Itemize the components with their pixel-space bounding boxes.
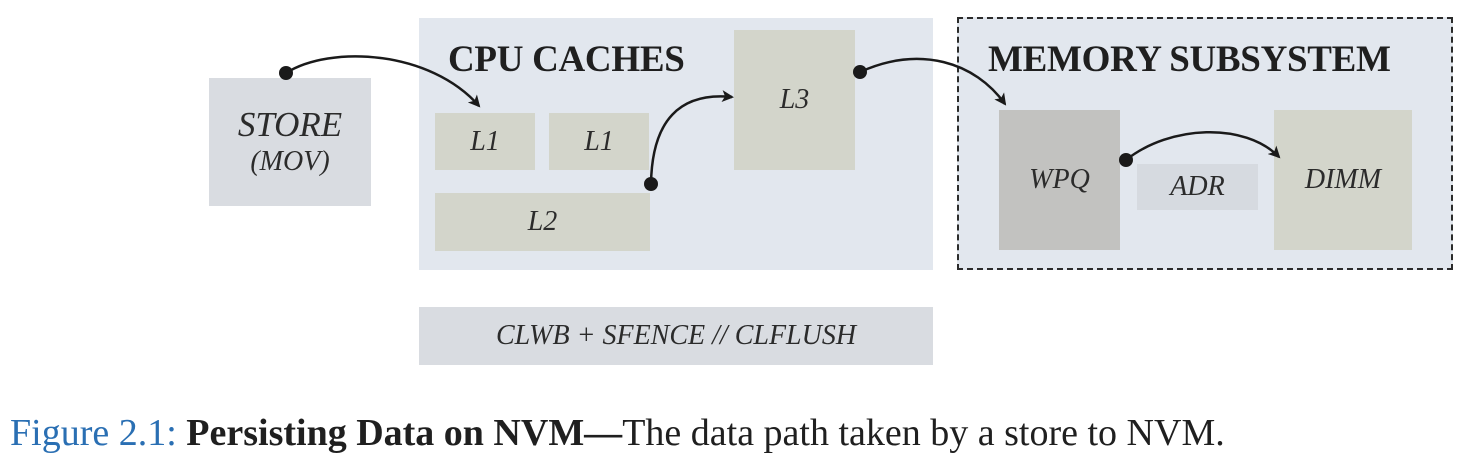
figure-title: Persisting Data on NVM— — [186, 412, 623, 454]
figure-caption: Figure 2.1: Persisting Data on NVM—The d… — [10, 411, 1225, 455]
figure-label: Figure 2.1: — [10, 412, 177, 454]
cpu-caches-title: CPU CACHES — [448, 39, 685, 80]
flush-instructions-bar: CLWB + SFENCE // CLFLUSH — [419, 307, 933, 365]
l1-cache-box: L1 — [435, 113, 535, 170]
l2-cache-box: L2 — [435, 193, 650, 251]
store-label: STORE — [237, 105, 343, 144]
wpq-box: WPQ — [999, 110, 1120, 250]
store-sublabel: (MOV) — [250, 146, 330, 177]
dimm-box: DIMM — [1274, 110, 1412, 250]
memory-subsystem-title: MEMORY SUBSYSTEM — [988, 39, 1391, 80]
store-box: STORE (MOV) — [209, 78, 371, 206]
l3-cache-box: L3 — [734, 30, 855, 170]
l1-cache-box: L1 — [549, 113, 649, 170]
adr-box: ADR — [1137, 164, 1258, 210]
figure-description: The data path taken by a store to NVM. — [622, 412, 1225, 454]
